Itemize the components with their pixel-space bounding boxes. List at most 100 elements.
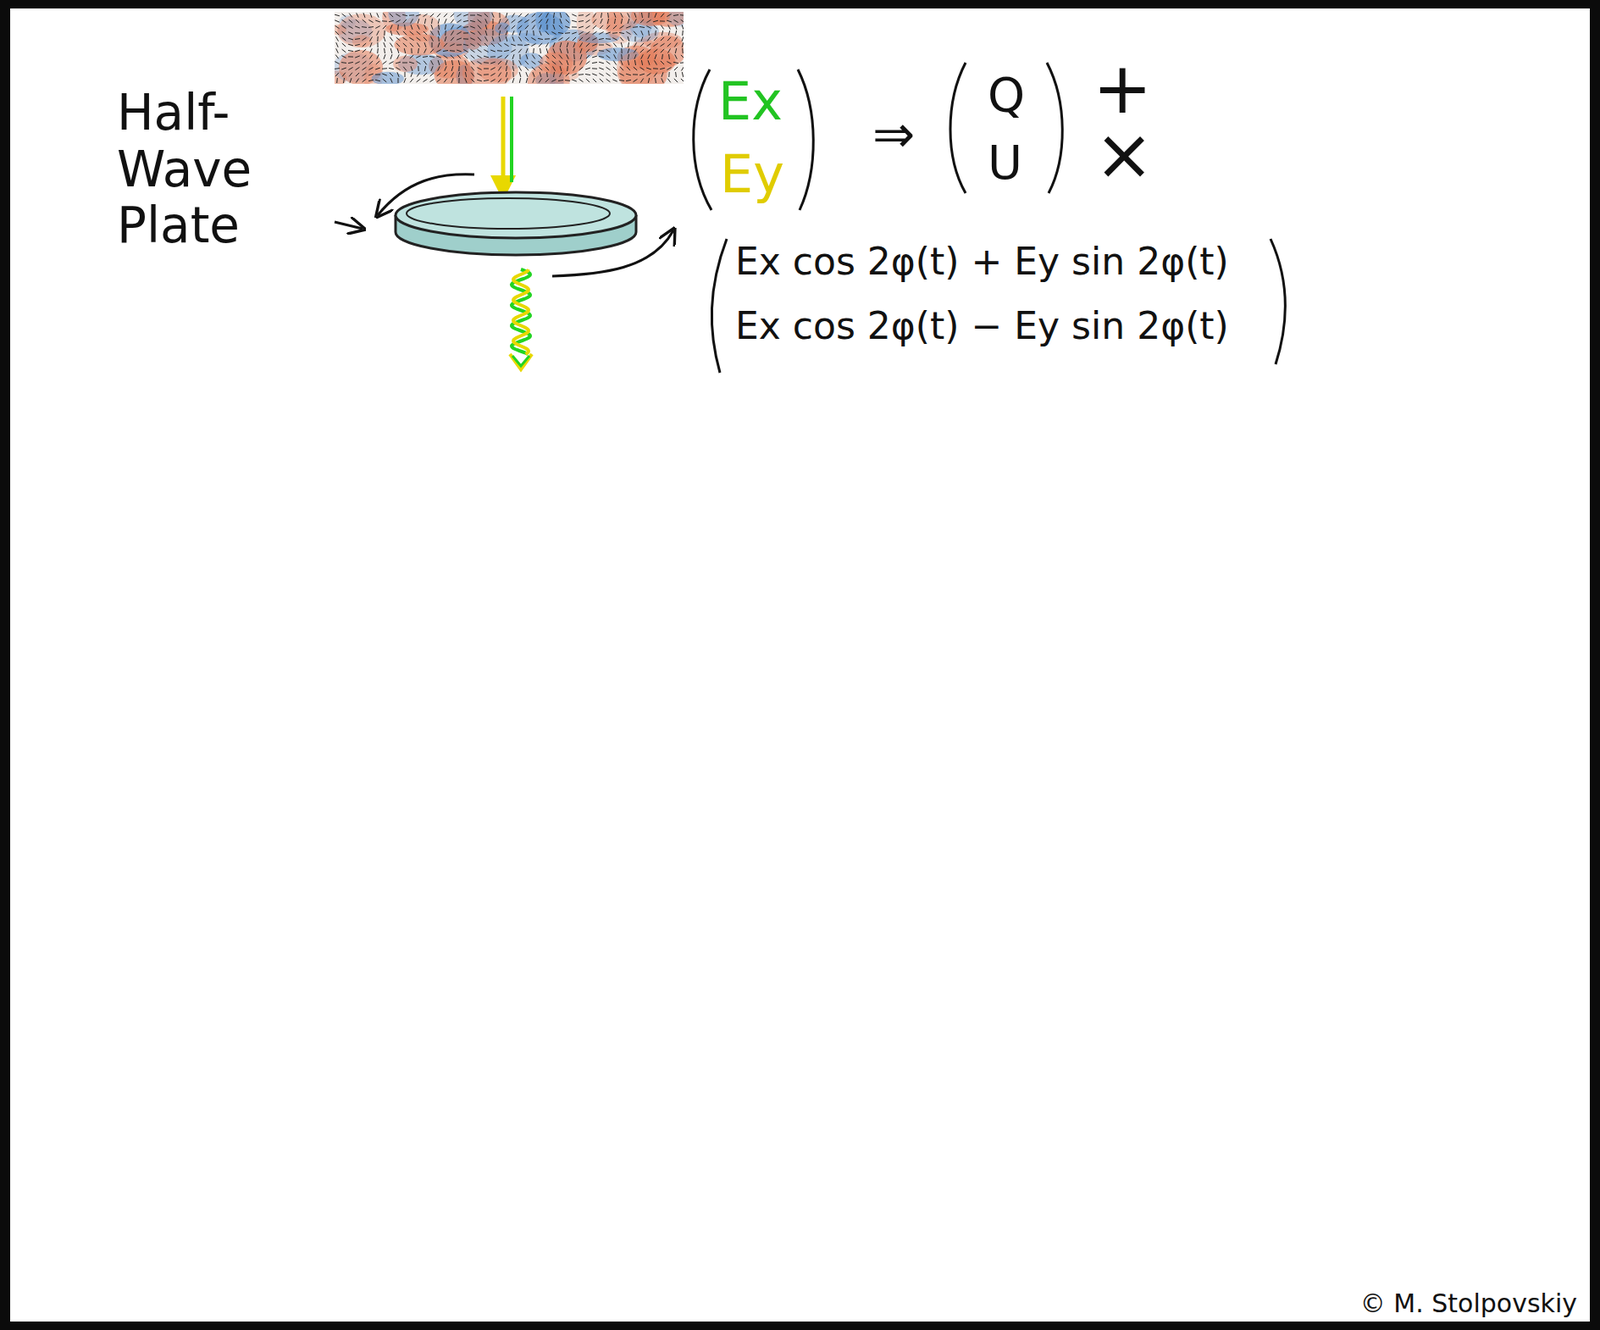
polarization-dash [646, 67, 652, 70]
polarization-dash [551, 38, 557, 40]
polarization-dash [354, 32, 360, 34]
polarization-dash [463, 38, 469, 39]
parenthesis [1046, 62, 1063, 194]
polarization-dash [382, 73, 388, 76]
polarization-dash [370, 36, 373, 41]
polarization-dash [559, 60, 563, 66]
polarization-dash [538, 55, 543, 59]
stokes-parameter: U [987, 135, 1023, 190]
polarization-dash [675, 30, 676, 36]
polarization-dash [470, 60, 475, 66]
polarization-dash [592, 62, 598, 64]
polarization-dash [635, 60, 637, 66]
temperature-blob [477, 58, 519, 83]
polarization-dash [627, 36, 630, 42]
polarization-dash [416, 78, 421, 83]
polarization-dash [539, 24, 542, 30]
polarization-dash [539, 48, 542, 54]
polarization-dash [396, 43, 400, 47]
polarization-dash [559, 55, 563, 60]
polarization-dash [470, 20, 476, 22]
polarization-dash [354, 44, 360, 45]
polarization-dash [512, 60, 515, 66]
polarization-dash [613, 60, 616, 66]
polarization-dash [571, 73, 576, 77]
polarization-dash [620, 25, 625, 28]
polarization-dash [403, 19, 407, 23]
polarization-dash [443, 13, 448, 17]
polarization-dash [668, 30, 670, 36]
polarization-dash [334, 61, 339, 65]
polarization-dash [369, 31, 374, 35]
polarization-dash [348, 55, 354, 57]
polarization-dash [598, 32, 604, 35]
polarization-dash [410, 24, 413, 30]
polarization-dash [476, 79, 482, 82]
polarization-dash [518, 49, 522, 54]
polarization-dash [505, 12, 508, 18]
polarization-dash [633, 78, 638, 82]
polarization-dash [633, 66, 637, 71]
polarization-dash [640, 49, 644, 53]
polarization-dash [390, 54, 393, 60]
polarization-dash [336, 36, 339, 41]
polarization-dash [465, 60, 468, 65]
polarization-dash [417, 66, 419, 72]
polarization-dash [614, 12, 616, 18]
polarization-dash [592, 38, 597, 41]
polarization-dash [586, 37, 591, 41]
polarization-dash [519, 54, 521, 60]
polarization-dash [647, 30, 650, 36]
polarization-dash [620, 42, 622, 48]
polarization-dash [503, 49, 510, 51]
polarization-dash [518, 19, 523, 23]
polarization-dash [545, 66, 549, 71]
wave-head [509, 354, 532, 370]
polarization-dash [559, 48, 562, 54]
polarization-dash [512, 71, 514, 78]
polarization-dash [368, 20, 373, 23]
polarization-dash [592, 67, 598, 69]
polarization-dash [450, 13, 454, 17]
equation-row: Ex cos 2φ(t) − Ey sin 2φ(t) [735, 304, 1230, 349]
polarization-dash [620, 12, 624, 17]
polarization-dash [647, 43, 652, 46]
polarization-dash [613, 25, 617, 29]
polarization-dash [586, 13, 591, 17]
polarization-dash [437, 78, 442, 83]
polarization-dash [376, 48, 379, 54]
polarization-dash [510, 49, 515, 53]
temperature-blob [650, 35, 684, 67]
polarization-dash [661, 54, 664, 60]
polarization-dash [612, 32, 618, 34]
polarization-dash [647, 49, 652, 53]
polarization-dash [443, 55, 449, 58]
polarization-dash [491, 43, 495, 47]
polarization-dash [498, 36, 501, 42]
polarization-dash [397, 71, 399, 78]
polarization-dash [519, 77, 521, 84]
polarization-dash [348, 38, 354, 40]
polarization-dash [566, 66, 569, 72]
polarization-dash [368, 26, 374, 28]
polarization-dash [376, 12, 379, 17]
parenthesis [711, 238, 727, 373]
polarization-dash [470, 32, 475, 35]
polarization-dash [409, 14, 415, 16]
polarization-dash [336, 77, 338, 84]
polarization-dash [376, 54, 379, 59]
polarization-dash [538, 43, 543, 47]
polarization-dash [640, 78, 643, 84]
polarization-dash [546, 12, 549, 17]
polarization-dash [681, 71, 683, 78]
polarization-dash [641, 60, 643, 66]
polarization-dash [660, 25, 664, 30]
polarization-dash [653, 49, 659, 53]
polarization-dash [355, 72, 360, 77]
polarization-dash [512, 54, 515, 60]
polarization-dash [375, 20, 381, 23]
polarization-dash [544, 38, 550, 39]
polarization-dash [424, 42, 427, 48]
polarization-dash [354, 55, 360, 58]
polarization-dash [465, 77, 467, 84]
